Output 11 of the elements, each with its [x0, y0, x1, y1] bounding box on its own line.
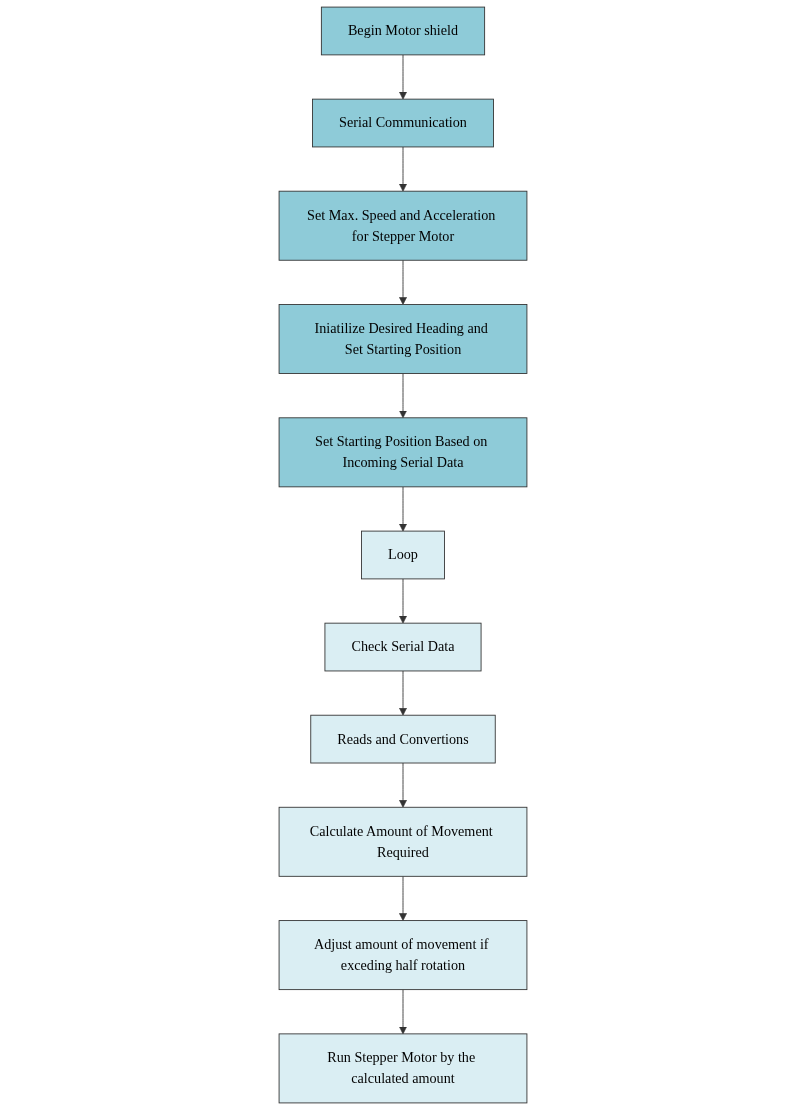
node-box: Calculate Amount of Movement Required [278, 806, 527, 877]
node-box: Run Stepper Motor by the calculated amount [278, 1033, 527, 1104]
node-box: Reads and Convertions [309, 714, 496, 764]
node-box: Adjust amount of movement if exceding half rotation [278, 920, 527, 991]
node-box: Set Max. Speed and Acceleration for Stepper Motor [278, 190, 527, 261]
node-box: Begin Motor shield [320, 6, 485, 56]
node-box: Loop [360, 530, 445, 580]
node-box: Serial Communication [311, 98, 494, 148]
node-box: Iniatilize Desired Heading and Set Starting Position [278, 304, 527, 374]
node-box: Check Serial Data [324, 622, 481, 672]
node-box: Set Starting Position Based on Incoming Serial Data [278, 417, 527, 488]
